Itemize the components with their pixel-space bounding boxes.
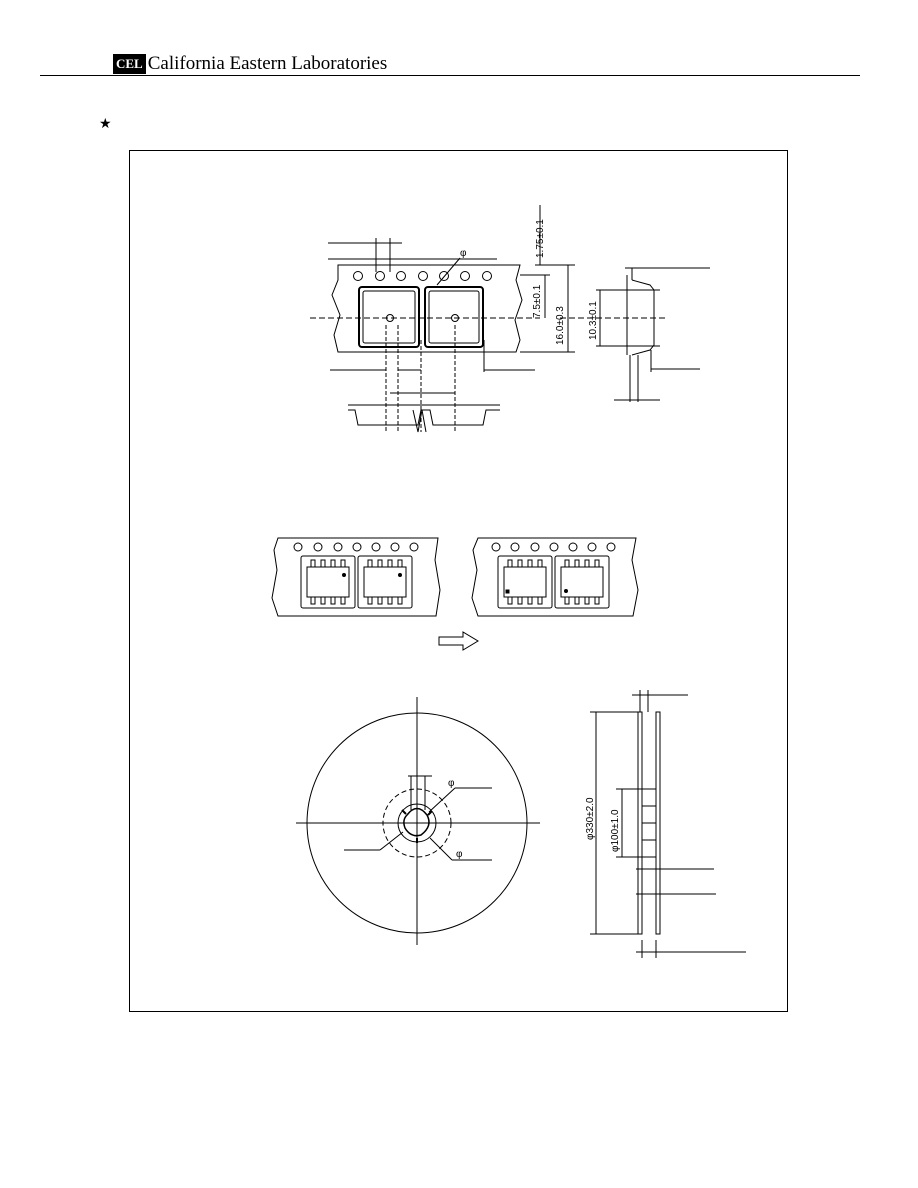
dim-hub-diameter: φ100±1.0	[610, 809, 621, 852]
carrier-tape-top-view: φ 1.75±0.1 7.5±0.1 16.0±0.3	[310, 205, 575, 432]
dim-top-edge: 1.75±0.1	[535, 219, 546, 258]
pockets	[358, 286, 484, 348]
cel-logo: CEL	[113, 54, 146, 74]
dim-reel-diameter: φ330±2.0	[585, 797, 596, 840]
part-orientation-strip-left	[271, 537, 441, 617]
hole-diameter-symbol: φ	[460, 248, 467, 259]
carrier-tape-cross-section: 10.3±0.1	[560, 267, 710, 402]
part-orientation-strip-right	[471, 537, 639, 617]
sprocket-holes	[353, 271, 492, 281]
header-rule	[40, 75, 860, 76]
dim-pocket-width: 10.3±0.1	[588, 301, 599, 340]
reel-front-view: φ φ	[296, 697, 540, 945]
star-icon: ★	[99, 115, 112, 131]
reel-side-view: φ330±2.0 φ100±1.0	[585, 690, 746, 958]
hub-hole-symbol-bottom: φ	[456, 849, 463, 860]
dim-hole-center: 7.5±0.1	[532, 284, 543, 318]
feed-direction-arrow-icon	[438, 631, 479, 651]
dim-tape-width: 16.0±0.3	[555, 306, 566, 345]
figure-frame	[129, 150, 788, 1012]
carrier-tape-side-profile	[348, 404, 500, 433]
page-header: CEL California Eastern Laboratories	[113, 52, 387, 76]
company-name: California Eastern Laboratories	[147, 53, 388, 74]
hub-hole-symbol-top: φ	[448, 778, 455, 789]
